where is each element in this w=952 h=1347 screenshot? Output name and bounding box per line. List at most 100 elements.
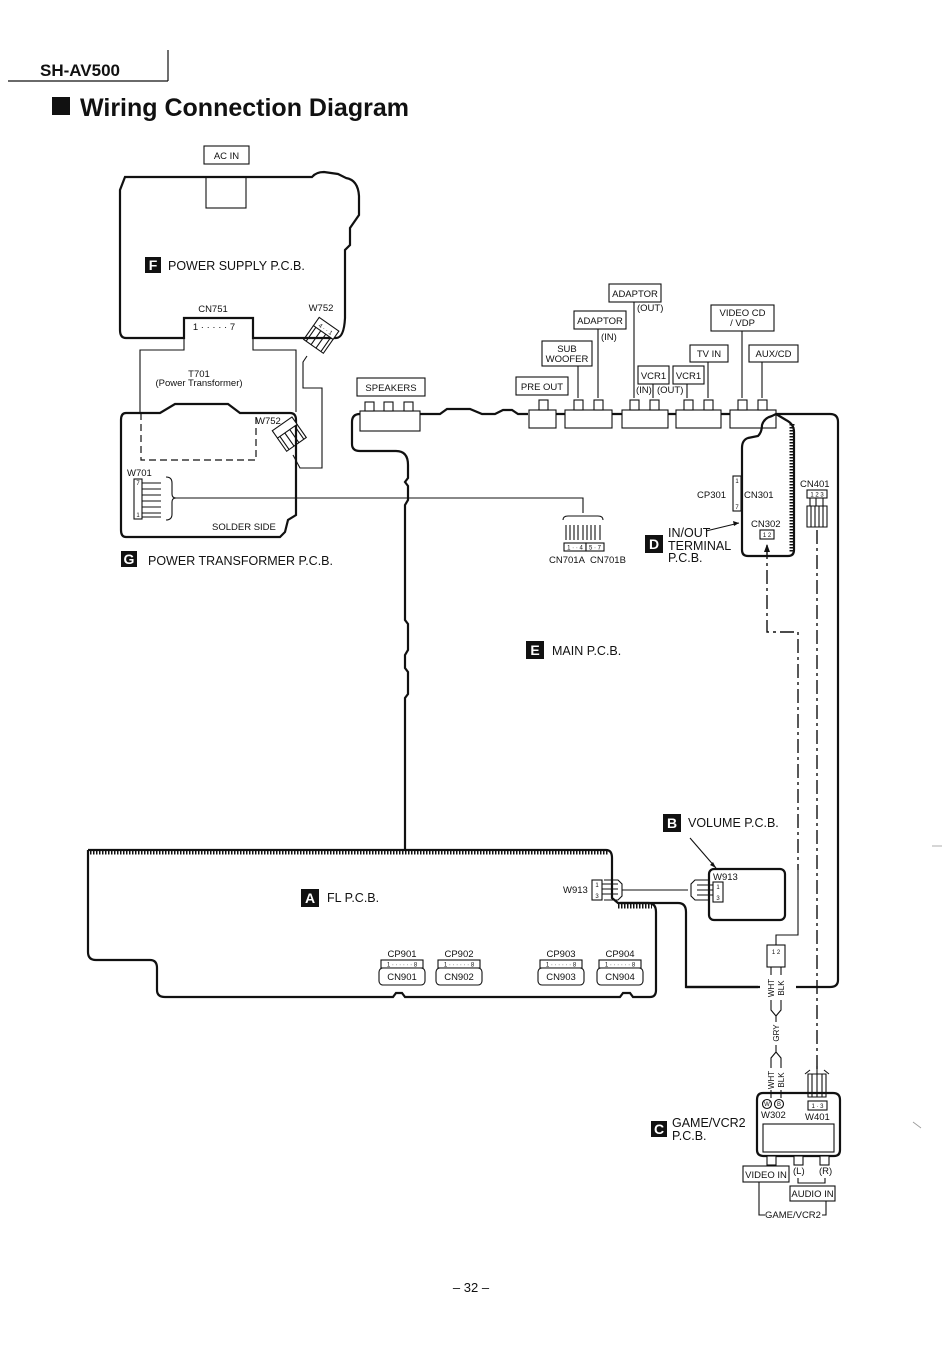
speakers-terminal — [359, 410, 421, 432]
board-E-badge — [526, 641, 544, 659]
transformer-footprint — [140, 413, 257, 461]
ac-in-label-box — [203, 145, 250, 165]
tv-in-label-box — [689, 344, 729, 363]
title-bullet-icon — [52, 97, 70, 115]
w701-wires — [142, 482, 161, 518]
vcr1-out-label: VCR1 — [676, 371, 701, 382]
board-B-name: VOLUME P.C.B. — [688, 816, 779, 830]
w302-b: B — [777, 1102, 781, 1108]
cn301-pin-top: 1 — [735, 479, 739, 485]
w752-label-lower: W752 — [256, 416, 281, 427]
adaptor-in-note: (IN) — [601, 332, 617, 343]
w701-cn701-wire — [176, 497, 584, 513]
ac-inlet — [205, 176, 247, 209]
board-C-badge — [651, 1121, 667, 1137]
board-C-letter: C — [654, 1121, 664, 1137]
cp902-pins: 1 · · · · · · 8 — [444, 963, 475, 969]
cn302-pins: 1 2 — [763, 533, 772, 539]
in-out-terminal-board: 1 7 CP301 CN301 CN302 1 2 D IN/OUT TERMI… — [645, 412, 796, 565]
main-board-top-right-outline — [420, 407, 840, 989]
speakers-label-box — [356, 377, 426, 397]
cn401-plug — [806, 498, 828, 528]
cn701b-label: CN701B — [590, 555, 626, 566]
cp903-label: CP903 — [546, 949, 575, 960]
harness-leads — [770, 967, 782, 975]
power-transformer-outline — [119, 402, 298, 539]
cn401-connector — [806, 489, 828, 499]
cn903-label: CN903 — [546, 972, 576, 983]
wht2-label-wrap: WHT — [767, 1071, 776, 1089]
game-vcr2-bracket — [758, 1182, 827, 1216]
w913-vol-pin-top: 1 — [716, 885, 720, 891]
speaker-post-2 — [383, 401, 394, 412]
wire-harness: 1 2 WHT BLK GRY WHT BLK — [766, 944, 786, 1098]
solder-side-label: SOLDER SIDE — [212, 522, 276, 533]
cn401-pins: 1 2 3 — [810, 493, 824, 499]
w752-label: W752 — [309, 303, 334, 314]
w302-label: W302 — [761, 1110, 786, 1121]
cn701a-pins: 1 · · 4 — [567, 546, 583, 552]
main-board: SPEAKERS PRE OUT SUB WOOFER ADAPTOR (IN)… — [350, 283, 840, 989]
wht-label: WHT — [767, 979, 776, 997]
blk-label: BLK — [777, 980, 786, 996]
cn401-label: CN401 — [800, 479, 830, 490]
w913-vol-connector — [712, 881, 724, 903]
ac-in-label: AC IN — [214, 151, 239, 162]
fl-connector: CP904 1 · · · · · · 8 CN904 — [596, 949, 644, 986]
harness-connector — [766, 944, 786, 968]
board-B-badge — [663, 814, 681, 832]
w401-pins: 1 · 3 — [811, 1104, 824, 1110]
board-A-name: FL P.C.B. — [327, 891, 379, 905]
w401-connector — [807, 1100, 828, 1111]
w701-pin-bottom: 1 — [136, 513, 140, 519]
cp903-pins: 1 · · · · · · 8 — [546, 963, 577, 969]
harness-merge-top — [770, 1000, 782, 1022]
fl-board-outline — [86, 850, 658, 999]
w913-fl-pin-top: 1 — [595, 883, 599, 889]
pre-out-label-box — [515, 376, 569, 396]
pre-out-label: PRE OUT — [521, 382, 563, 393]
blk2-label-wrap: BLK — [777, 1072, 786, 1088]
audio-l-label: (L) — [793, 1166, 805, 1177]
vcr1-in-label: VCR1 — [641, 371, 666, 382]
power-transformer-board: W752 W701 7 1 SOLDER SIDE G POWER TRANSF… — [119, 402, 333, 568]
w401-label: W401 — [805, 1112, 830, 1123]
board-C-name-2: P.C.B. — [672, 1129, 707, 1143]
cn701-bracket — [562, 515, 604, 521]
adaptor-vcr1-jack — [621, 409, 669, 429]
cn701-wires — [565, 525, 601, 540]
blk2-label: BLK — [777, 1072, 786, 1088]
cn301-label: CN301 — [744, 490, 774, 501]
volume-board: B VOLUME P.C.B. W913 1 3 — [663, 814, 787, 922]
harness-connector-pins: 1 2 — [772, 950, 781, 956]
fl-board-top-outline — [88, 848, 614, 880]
vcr1-in-post — [649, 399, 660, 411]
wht2-label: WHT — [767, 1071, 776, 1089]
board-E-letter: E — [530, 642, 539, 658]
cp901-pins: 1 · · · · · · 8 — [387, 963, 418, 969]
w913-vol-plug — [690, 879, 713, 901]
harness-split-bottom — [770, 1045, 782, 1068]
cn302-connector — [759, 529, 775, 540]
cn751-label: CN751 — [198, 304, 228, 315]
cn701a-label: CN701A — [549, 555, 586, 566]
board-A-letter: A — [305, 890, 315, 906]
game-vcr2-jack-block — [762, 1123, 835, 1153]
video-in-label-box — [742, 1165, 790, 1183]
cn302-cable — [766, 545, 799, 870]
cn901-label: CN901 — [387, 972, 417, 983]
power-supply-outline — [118, 170, 361, 340]
game-vcr2-label: GAME/VCR2 — [765, 1210, 821, 1221]
board-F-name: POWER SUPPLY P.C.B. — [168, 259, 305, 273]
game-vcr2-board: W B W302 1 · 3 W401 VIDEO IN (L) (R) AUD… — [651, 1066, 842, 1221]
video-cd-label-1: VIDEO CD — [720, 308, 766, 319]
cp902-label: CP902 — [444, 949, 473, 960]
w701-label: W701 — [127, 468, 152, 479]
power-supply-board: AC IN F POWER SUPPLY P.C.B. CN751 1 · · … — [118, 145, 361, 355]
w913-vol-label: W913 — [713, 872, 738, 883]
board-D-name-3: P.C.B. — [668, 551, 703, 565]
sub-adaptor-jack — [564, 409, 613, 429]
sub-woofer-label-2: WOOFER — [546, 354, 589, 365]
cp904-label: CP904 — [605, 949, 634, 960]
